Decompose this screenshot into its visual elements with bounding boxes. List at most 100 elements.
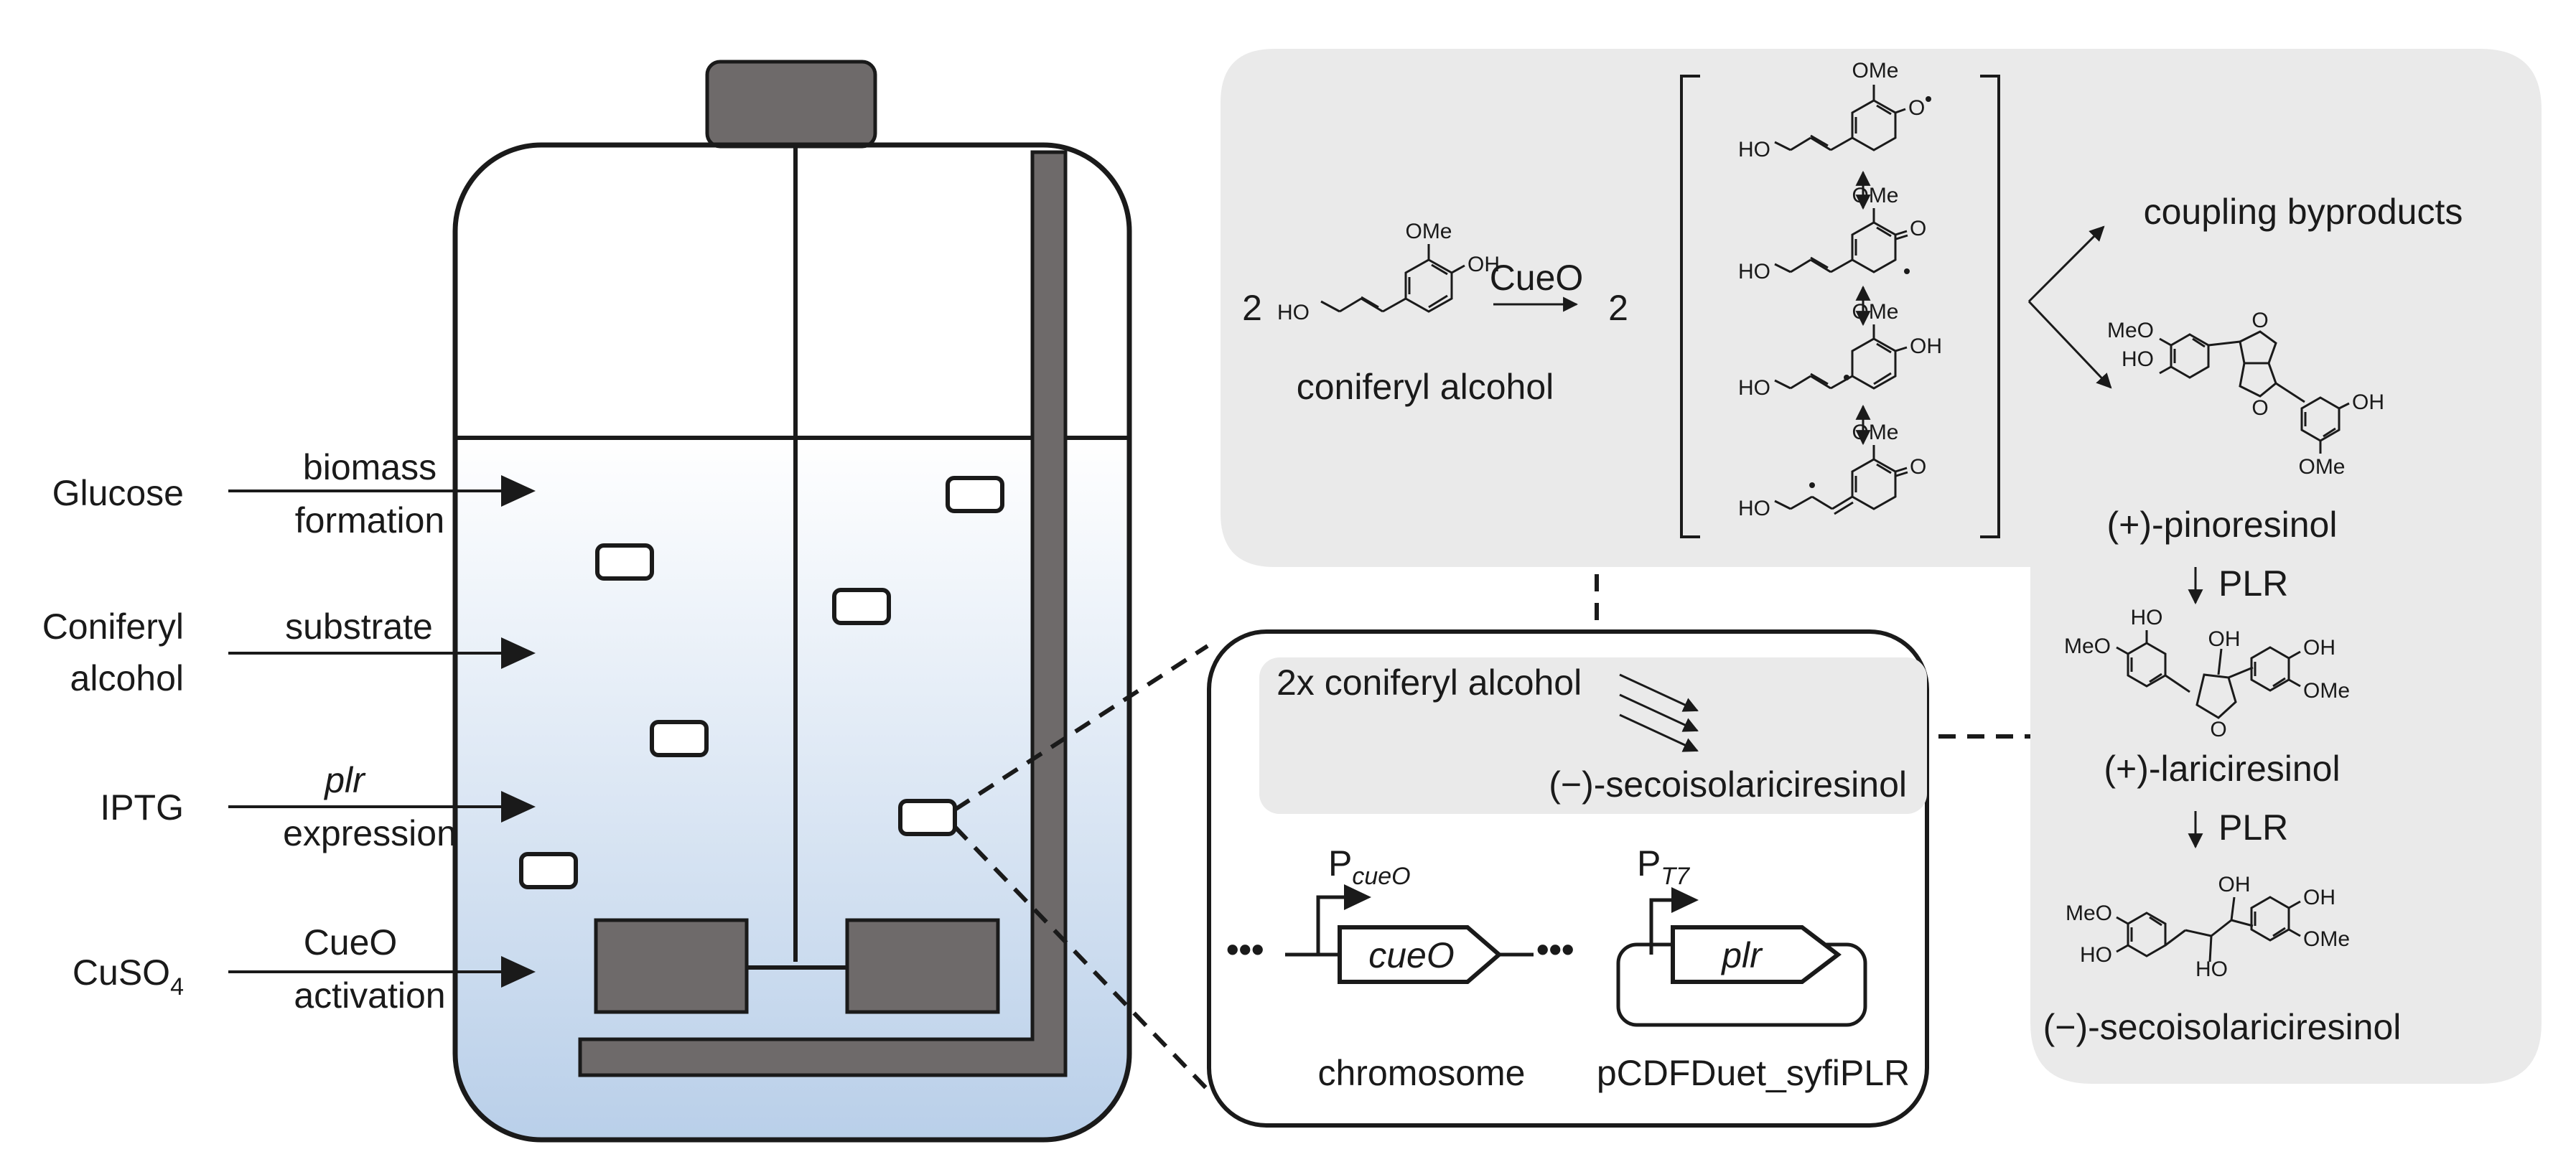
gene-cueo — [1338, 925, 1503, 984]
feed-inputs: Glucose biomass formation Coniferyl alco… — [42, 447, 536, 1016]
radical-dot — [1844, 375, 1849, 380]
gene-plr — [1671, 925, 1842, 984]
atom-label: OH — [2218, 873, 2251, 896]
atom-label: O — [2251, 309, 2268, 332]
reaction-panels — [1221, 49, 2542, 1084]
feed-arrowhead — [501, 637, 536, 669]
enzyme-cueo: CueO — [1490, 258, 1584, 298]
product-lariciresinol: (+)-lariciresinol — [2104, 749, 2340, 789]
chromosome-dots: ••• — [1226, 929, 1264, 970]
zoom-line — [953, 825, 1210, 1092]
atom-label: HO — [1738, 376, 1770, 400]
summary-substrate: 2x coniferyl alcohol — [1277, 662, 1582, 703]
bracket-right — [1980, 75, 2000, 538]
chromosome-dots: ••• — [1536, 929, 1574, 970]
input-cuso4-role: CueO — [304, 922, 398, 962]
atom-label: OH — [2352, 390, 2384, 414]
plasmid-label: pCDFDuet_syfiPLR — [1597, 1053, 1910, 1093]
input-coniferyl-role: substrate — [285, 606, 433, 647]
atom-label: OMe — [2298, 455, 2345, 479]
product-secoisolariciresinol: (−)-secoisolariciresinol — [2043, 1007, 2402, 1047]
input-glucose: Glucose — [52, 473, 184, 513]
coefficient-right: 2 — [1608, 288, 1628, 328]
enzyme-plr: PLR — [2218, 807, 2288, 848]
bioreactor — [452, 60, 1132, 1143]
lignan-pathway: MeO HO O O OH OMe (+)-pinoresinol PLR HO… — [2043, 309, 2402, 1047]
chromosome-label: chromosome — [1318, 1053, 1526, 1093]
sparger-pipe — [578, 150, 1068, 1077]
input-cuso4-role: activation — [294, 975, 445, 1016]
atom-label: O — [2251, 396, 2268, 420]
cell — [650, 720, 709, 757]
summary-arrow — [1619, 693, 1699, 732]
atom-label: OH — [2303, 886, 2335, 909]
promoter-cueo-arrow — [1316, 895, 1345, 955]
atom-label: OH — [2208, 627, 2241, 651]
atom-label: O — [1908, 96, 1925, 120]
input-iptg-role: plr — [323, 760, 366, 800]
coupling-byproducts-label: coupling byproducts — [2144, 192, 2463, 232]
culture-liquid — [455, 438, 1129, 1140]
atom-label: HO — [1738, 260, 1770, 284]
radical-dot — [1926, 96, 1931, 102]
coefficient-left: 2 — [1242, 288, 1262, 328]
impeller-blade-right — [845, 918, 1000, 1014]
atom-label: MeO — [2066, 901, 2112, 925]
oxidation-reaction: 2 HO OMe OH CueO 2 coniferyl alcohol — [1242, 59, 2463, 538]
coniferyl-alcohol-structure — [1320, 244, 1465, 313]
reactor-cap — [705, 60, 877, 149]
lariciresinol-structure — [2116, 630, 2301, 719]
cell-highlighted — [898, 799, 957, 836]
summary-arrow — [1619, 673, 1699, 712]
feed-arrowhead — [501, 475, 536, 507]
atom-label: HO — [2080, 943, 2112, 967]
input-iptg: IPTG — [100, 787, 184, 828]
summary-product: (−)-secoisolariciresinol — [1549, 764, 1907, 805]
reactor-vessel — [452, 142, 1132, 1143]
enzyme-plr: PLR — [2218, 563, 2288, 604]
atom-label: OMe — [1852, 300, 1898, 324]
atom-label: MeO — [2107, 319, 2154, 342]
substrate-label: coniferyl alcohol — [1297, 367, 1554, 407]
atom-label: OMe — [2303, 679, 2350, 703]
atom-label: OMe — [1852, 184, 1898, 207]
gray-panel-background — [1221, 49, 2542, 1084]
atom-label: O — [1910, 217, 1926, 240]
summary-arrow — [1619, 713, 1699, 752]
atom-label: O — [2210, 718, 2226, 741]
gene-cueo-label: cueO — [1368, 935, 1455, 975]
input-glucose-role: formation — [295, 500, 444, 540]
atom-label: OH — [1910, 334, 1942, 358]
zoom-line — [953, 644, 1209, 812]
atom-label: HO — [1277, 301, 1310, 324]
cell — [519, 852, 578, 889]
secoisolariciresinol-structure — [2116, 896, 2301, 962]
radical-resonance-structure — [1774, 445, 1908, 515]
dashed-connectors — [953, 574, 2030, 1092]
radical-resonance-structure — [1774, 208, 1908, 273]
radical-resonance-structure — [1774, 324, 1908, 390]
gene-plr-label: plr — [1720, 935, 1763, 975]
branch-arrow — [2027, 225, 2105, 303]
promoter-arrowhead — [1344, 884, 1371, 910]
promoter-arrowhead — [1671, 887, 1699, 913]
atom-label: HO — [1738, 138, 1770, 161]
input-cuso4: CuSO4 — [73, 952, 184, 1001]
atom-label: OH — [1467, 253, 1500, 276]
branch-arrow — [2027, 300, 2112, 389]
atom-label: OMe — [1405, 220, 1452, 243]
input-coniferyl-alcohol: alcohol — [70, 658, 184, 698]
atom-label: OH — [2303, 636, 2335, 660]
radical-dot — [1904, 268, 1910, 274]
atom-label: HO — [2122, 347, 2154, 371]
atom-label: OMe — [1852, 421, 1898, 444]
pathway-summary-box — [1259, 657, 1927, 814]
radical-dot — [1809, 482, 1815, 488]
cell — [595, 543, 654, 581]
feed-arrowhead — [501, 791, 536, 823]
input-coniferyl-alcohol: Coniferyl — [42, 606, 184, 647]
input-glucose-role: biomass — [303, 447, 437, 487]
cell — [946, 476, 1004, 513]
engineered-cell: 2x coniferyl alcohol (−)-secoisolaricire… — [1207, 629, 1929, 1128]
